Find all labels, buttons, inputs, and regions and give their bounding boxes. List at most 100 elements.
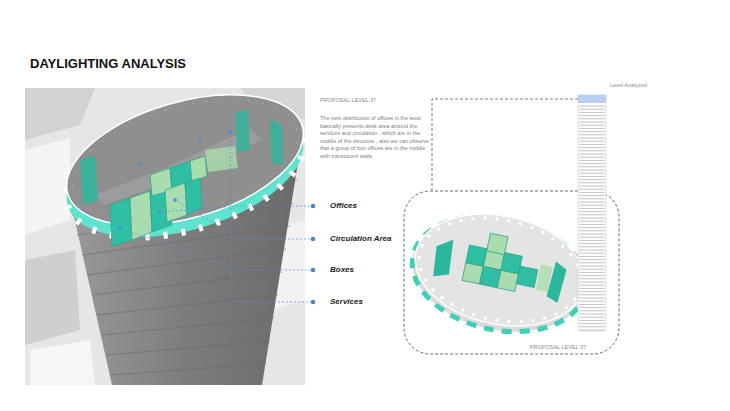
- drawing-part: [579, 282, 605, 283]
- drawing-part: [579, 182, 605, 183]
- drawing-part: [579, 310, 605, 311]
- drawing-part: [579, 291, 605, 292]
- drawing-part: [579, 195, 605, 196]
- drawing-part: [497, 270, 518, 291]
- drawing-part: [30, 340, 95, 385]
- title: DAYLIGHTING ANALYSIS: [30, 56, 186, 71]
- drawing-part: [175, 200, 312, 239]
- drawing-part: [579, 179, 605, 180]
- drawing-part: [311, 204, 315, 208]
- drawing-part: [579, 170, 605, 171]
- drawing-part: [579, 138, 605, 139]
- drawing-part: [579, 202, 605, 203]
- drawing-part: [579, 288, 605, 289]
- drawing-part: [579, 314, 605, 315]
- drawing-part: [430, 237, 456, 280]
- drawing-part: [311, 300, 315, 304]
- drawing-part: [579, 326, 605, 327]
- drawing-part: [165, 183, 187, 222]
- drawing-part: [311, 237, 315, 241]
- drawing-part: [579, 304, 605, 305]
- drawing-part: [579, 192, 605, 193]
- drawing-part: [87, 249, 286, 275]
- drawing-part: [579, 330, 605, 331]
- drawing-part: [107, 341, 270, 355]
- drawing-part: [130, 191, 152, 240]
- drawing-part: [579, 131, 605, 132]
- drawing-part: [579, 272, 605, 273]
- drawing-part: [579, 214, 605, 215]
- drawing-part: [579, 166, 605, 167]
- drawing-part: [25, 250, 80, 345]
- drawing-part: [579, 150, 605, 151]
- drawing-part: [311, 204, 315, 304]
- node-text: Level Analyzed: [610, 82, 647, 88]
- drawing-part: [579, 298, 605, 299]
- drawing-part: [311, 268, 315, 272]
- drawing-part: [205, 146, 238, 172]
- drawing-part: [579, 198, 605, 199]
- connector: [432, 99, 578, 190]
- drawing-part: [579, 256, 605, 257]
- drawing-part: [110, 156, 207, 246]
- drawing-part: [25, 138, 70, 235]
- drawing-part: [579, 250, 605, 251]
- drawing-part: [405, 199, 596, 340]
- drawing-part: [579, 262, 605, 263]
- drawing-part: [579, 221, 605, 222]
- drawing-part: [579, 307, 605, 308]
- drawing-part: [579, 144, 605, 145]
- drawing-part: [579, 230, 605, 231]
- drawing-part: [80, 155, 98, 205]
- drawing-part: [579, 173, 605, 174]
- drawing-part: [579, 317, 605, 318]
- drawing-part: [462, 229, 543, 295]
- drawing-part: [230, 132, 312, 302]
- drawing-part: [579, 285, 605, 286]
- part-label: Offices: [330, 201, 357, 210]
- drawing-part: [579, 157, 605, 158]
- drawing-part: [579, 189, 605, 190]
- drawing-part: [52, 88, 305, 249]
- drawing-part: [579, 253, 605, 254]
- drawing-part: [579, 323, 605, 324]
- drawing-part: [579, 269, 605, 270]
- part-label: Services: [330, 297, 363, 306]
- drawing-part: [536, 264, 553, 292]
- tower-elevation: Level Analyzed: [570, 80, 685, 335]
- drawing-part: [579, 259, 605, 260]
- drawing-part: [579, 115, 605, 116]
- drawing-part: [579, 109, 605, 110]
- drawing-part: [579, 147, 605, 148]
- drawing-part: [579, 227, 605, 228]
- drawing-part: [579, 176, 605, 177]
- drawing-part: [579, 211, 605, 212]
- drawing-part: [198, 138, 202, 142]
- drawing-part: [579, 118, 605, 119]
- building-view: [25, 88, 305, 385]
- drawing-part: [579, 128, 605, 129]
- drawing-part: [579, 106, 605, 107]
- drawing-part: [579, 208, 605, 209]
- drawing-part: [579, 278, 605, 279]
- drawing-part: [579, 112, 605, 113]
- drawing-part: [235, 110, 250, 152]
- drawing-part: [579, 205, 605, 206]
- drawing-part: [409, 204, 590, 336]
- drawing-part: [25, 88, 95, 140]
- drawing-part: [92, 272, 282, 295]
- drawing-part: [579, 134, 605, 135]
- drawing-part: [579, 125, 605, 126]
- drawing-part: [579, 243, 605, 244]
- drawing-part: [579, 275, 605, 276]
- drawing-part: [578, 95, 606, 331]
- drawing-part: [578, 95, 606, 103]
- drawing-part: [403, 199, 597, 347]
- node-text: PROPOSAL LEVEL 37: [530, 344, 586, 350]
- drawing-part: [579, 154, 605, 155]
- node-shape: [570, 80, 685, 335]
- drawing-part: [59, 88, 305, 243]
- drawing-part: [579, 320, 605, 321]
- drawing-part: [579, 163, 605, 164]
- drawing-part: [138, 163, 142, 167]
